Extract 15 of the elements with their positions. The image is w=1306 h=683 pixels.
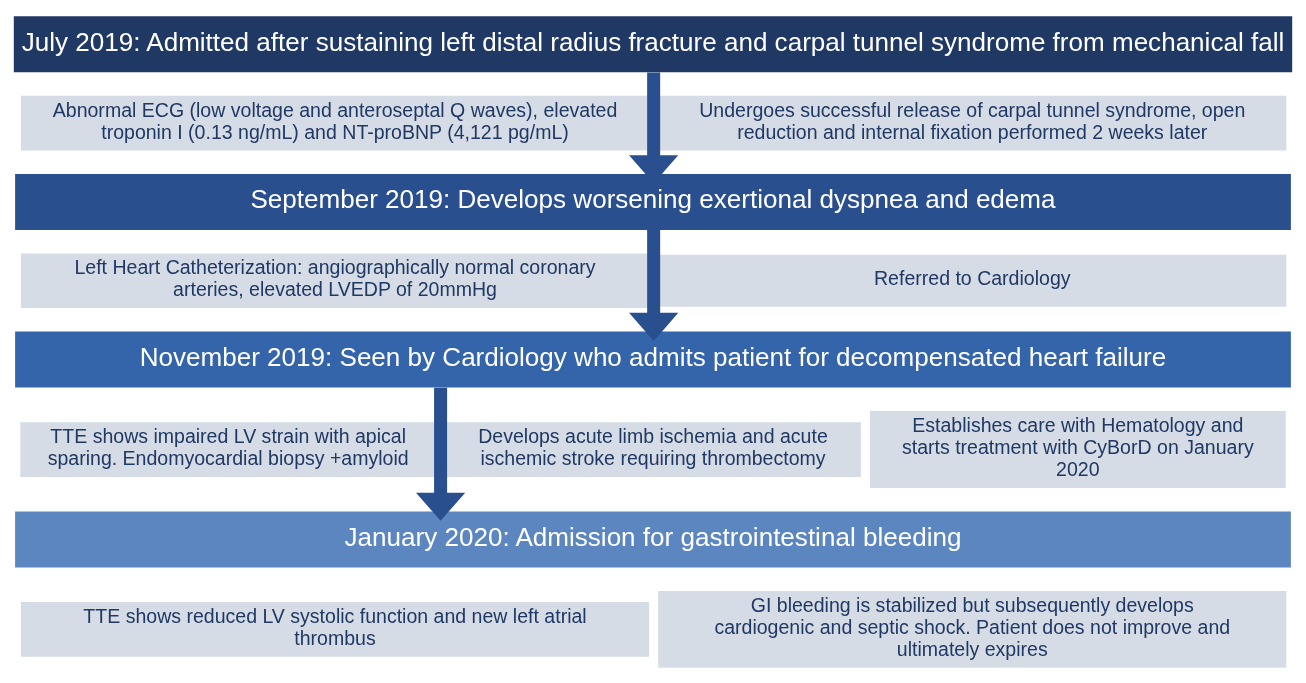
node-box: July 2019: Admitted after sustaining left distal radius fracture and carpal tunnel syndrome from mechanical fall: [13, 15, 1293, 72]
node-box: TTE shows impaired LV strain with apical sparing. Endomyocardial biopsy +amyloid: [20, 421, 437, 477]
node-box: Referred to Cardiology: [658, 254, 1287, 307]
node-box: Undergoes successful release of carpal tunnel syndrome, open reduction and internal fixation performed 2 weeks later: [658, 95, 1287, 150]
node-box: Establishes care with Hematology and starts treatment with CyBorD on January 2020: [869, 410, 1286, 488]
node-box: Develops acute limb ischemia and acute ischemic stroke requiring thrombectomy: [445, 421, 861, 477]
node-box: Left Heart Catheterization: angiographically normal coronary arteries, elevated LVEDP of 20mmHg: [20, 252, 650, 308]
node-box: November 2019: Seen by Cardiology who admits patient for decompensated heart failure: [15, 331, 1291, 388]
node-box: September 2019: Develops worsening exertional dyspnea and edema: [15, 173, 1291, 230]
node-box: TTE shows reduced LV systolic function and new left atrial thrombus: [20, 601, 650, 657]
node-box: January 2020: Admission for gastrointestinal bleeding: [15, 510, 1291, 567]
node-box: Abnormal ECG (low voltage and anteroseptal Q waves), elevated troponin I (0.13 ng/mL) and NT-proBNP (4,121 pg/mL): [20, 95, 650, 150]
node-box: GI bleeding is stabilized but subsequently develops cardiogenic and septic shock. Patient does not improve and ultimately expires: [658, 590, 1287, 668]
arrow: [629, 229, 679, 341]
arrow: [415, 387, 466, 521]
